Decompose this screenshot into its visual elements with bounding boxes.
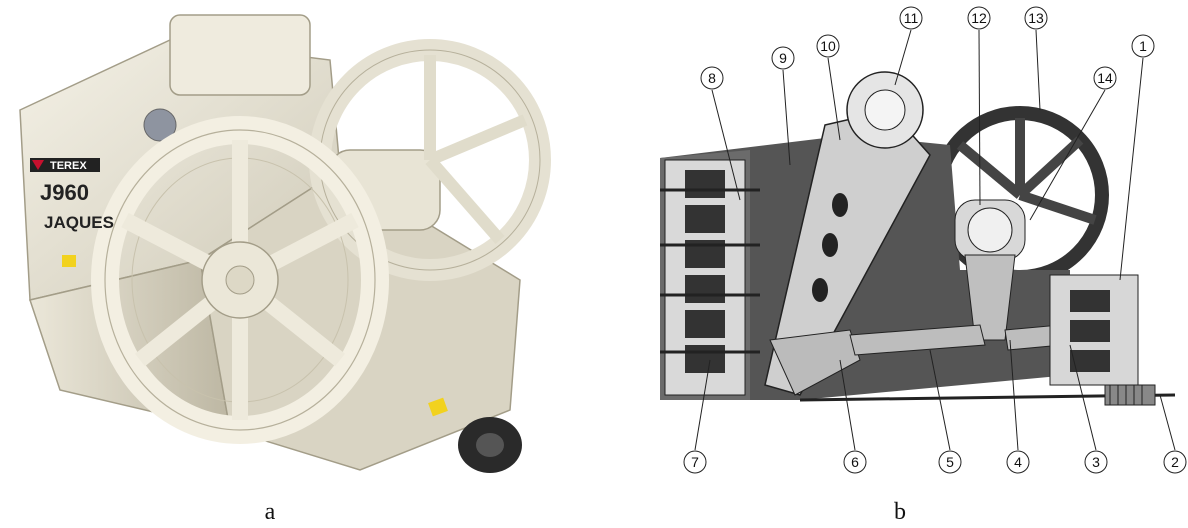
swing-jaw	[764, 109, 931, 396]
part-callout-9: 9	[771, 46, 795, 70]
part-callout-6: 6	[843, 450, 867, 474]
model-text: J960	[40, 180, 89, 205]
part-callout-10: 10	[816, 34, 840, 58]
svg-text:7: 7	[691, 454, 699, 470]
crusher-section-drawing: 1 2 3 4 5 6 7 8 9 10 11 12 13 14	[660, 6, 1187, 474]
part-callout-14: 14	[1093, 66, 1117, 90]
part-callout-11: 11	[899, 6, 923, 30]
svg-text:12: 12	[971, 10, 987, 26]
svg-text:6: 6	[851, 454, 859, 470]
leader-lines	[694, 29, 1176, 451]
panel-b-crusher-section: 1 2 3 4 5 6 7 8 9 10 11 12 13 14 b	[600, 0, 1188, 528]
svg-text:11: 11	[904, 10, 919, 26]
svg-text:14: 14	[1097, 70, 1113, 86]
part-callout-5: 5	[938, 450, 962, 474]
panel-a-crusher-render: TEREX J960 JAQUES a	[0, 0, 590, 528]
caption-b: b	[894, 499, 906, 525]
svg-text:4: 4	[1014, 454, 1022, 470]
svg-text:1: 1	[1139, 38, 1147, 54]
pitman	[954, 199, 1026, 341]
brand-plate: TEREX J960 JAQUES	[30, 158, 114, 232]
part-callout-3: 3	[1084, 450, 1108, 474]
brand-text: TEREX	[50, 160, 87, 172]
part-callout-7: 7	[683, 450, 707, 474]
crusher-render-illustration: TEREX J960 JAQUES	[19, 14, 551, 473]
part-callout-12: 12	[967, 6, 991, 30]
svg-text:2: 2	[1171, 454, 1179, 470]
svg-text:10: 10	[820, 38, 836, 54]
make-text: JAQUES	[44, 213, 114, 232]
part-callout-2: 2	[1163, 450, 1187, 474]
caption-a: a	[264, 499, 276, 525]
svg-text:3: 3	[1092, 454, 1100, 470]
part-callout-8: 8	[700, 66, 724, 90]
part-callout-4: 4	[1006, 450, 1030, 474]
svg-text:9: 9	[779, 50, 787, 66]
tension-spring	[1104, 384, 1156, 406]
front-flywheel	[91, 116, 389, 444]
tension-block	[1049, 274, 1139, 386]
fixed-jaw-block	[660, 159, 760, 396]
part-callout-13: 13	[1024, 6, 1048, 30]
svg-text:8: 8	[708, 70, 716, 86]
svg-text:5: 5	[946, 454, 954, 470]
top-shaft-housing	[846, 71, 924, 149]
part-callout-1: 1	[1131, 34, 1155, 58]
svg-text:13: 13	[1028, 10, 1044, 26]
